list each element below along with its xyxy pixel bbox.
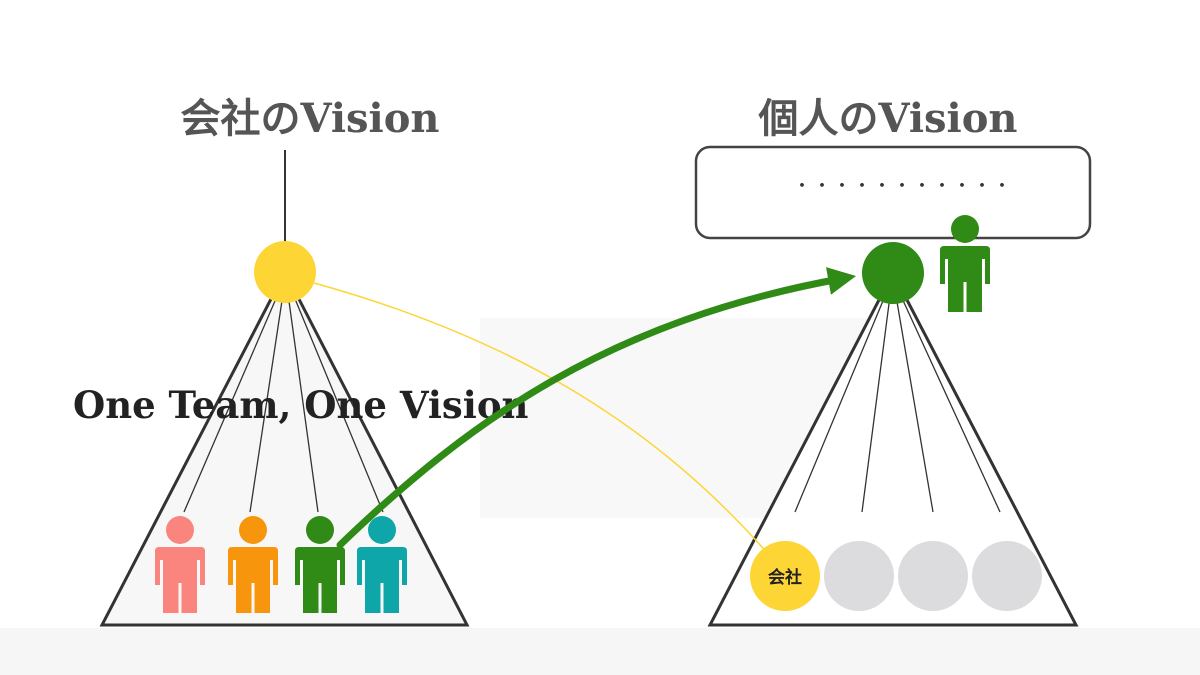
personal-vision-bubble	[694, 145, 1092, 240]
empty-slot-circle	[898, 541, 968, 611]
personal-person-icon	[940, 215, 990, 312]
personal-arrows	[794, 295, 1001, 513]
member-person-icon	[357, 516, 407, 613]
member-person-icon	[295, 516, 345, 613]
slogan-text: One Team, One Vision	[73, 383, 528, 427]
empty-slot-circle	[972, 541, 1042, 611]
company-member-arrows	[183, 293, 384, 513]
personal-pyramid	[707, 269, 1079, 627]
personal-vision-circle	[862, 242, 924, 304]
member-to-personal-vision-arrow	[336, 267, 857, 549]
member-person-icon	[228, 516, 278, 613]
company-slot-label: 会社	[768, 567, 802, 588]
company-to-personal-link	[313, 282, 771, 557]
company-vision-title: 会社のVision	[180, 95, 439, 142]
floor-band	[0, 628, 1200, 675]
member-person-icon	[155, 516, 205, 613]
personal-vision-title: 個人のVision	[757, 95, 1017, 142]
company-vision-circle	[254, 241, 316, 303]
company-members	[155, 516, 407, 613]
company-slot-circle	[750, 541, 820, 611]
personal-person-figure	[940, 215, 990, 312]
personal-vision-bubble-text: ・・・・・・・・・・・	[793, 176, 1013, 197]
empty-slot-circle	[824, 541, 894, 611]
